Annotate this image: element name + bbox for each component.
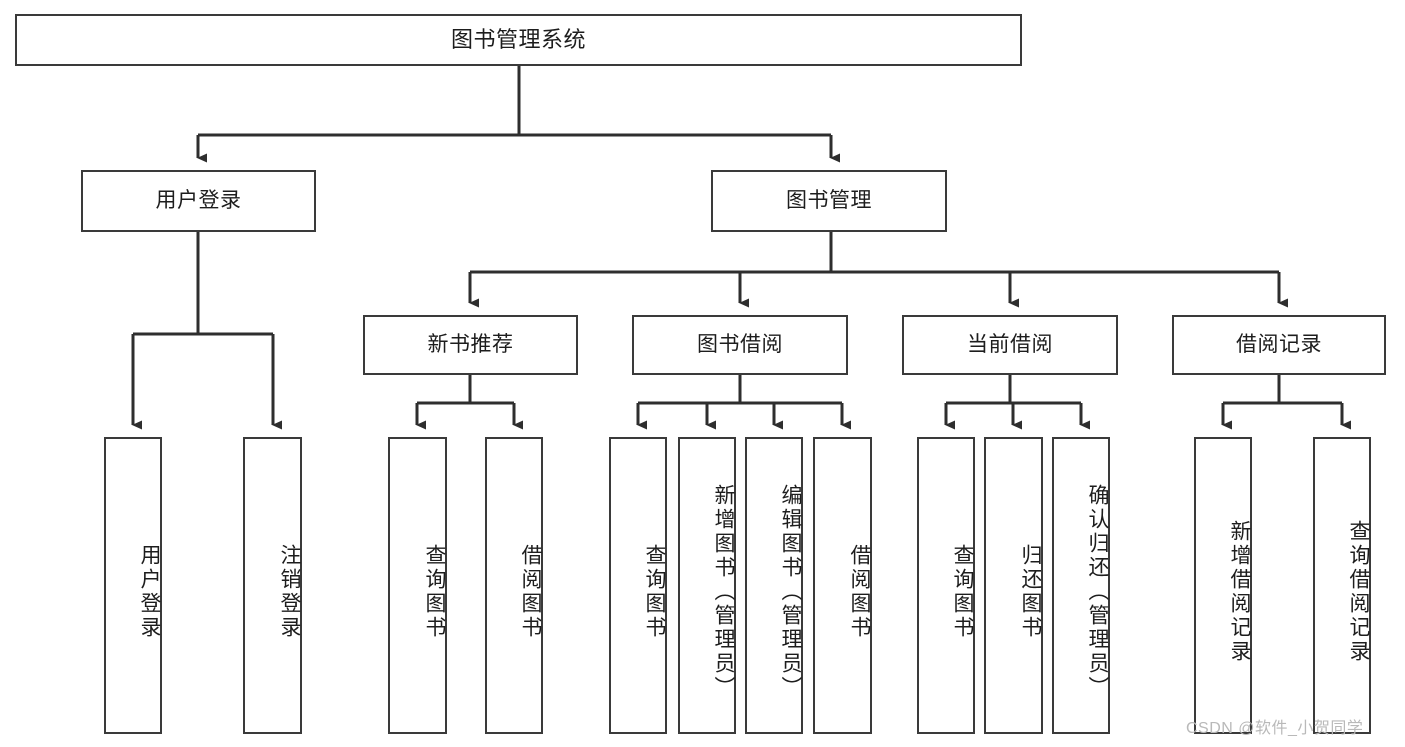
node-leaf-borrow-book-recommend[interactable]: 借阅图书 bbox=[485, 437, 543, 734]
node-leaf-logout-login[interactable]: 注销登录 bbox=[243, 437, 302, 734]
node-label: 用户登录 bbox=[155, 188, 242, 212]
node-borrow-record[interactable]: 借阅记录 bbox=[1172, 315, 1386, 375]
node-new-book-recommend[interactable]: 新书推荐 bbox=[363, 315, 578, 375]
node-label: 图书借阅 bbox=[697, 332, 783, 356]
node-label: 查询借阅记录 bbox=[1347, 519, 1370, 664]
watermark-text: CSDN @软件_小贺同学 bbox=[1186, 720, 1364, 737]
node-label: 借阅图书 bbox=[519, 543, 542, 640]
node-label: 新增借阅记录 bbox=[1228, 519, 1251, 664]
node-leaf-query-borrow-record[interactable]: 查询借阅记录 bbox=[1313, 437, 1371, 734]
node-book-borrow[interactable]: 图书借阅 bbox=[632, 315, 848, 375]
node-leaf-query-book-recommend[interactable]: 查询图书 bbox=[388, 437, 447, 734]
node-label: 新书推荐 bbox=[427, 332, 514, 356]
node-label: 图书管理 bbox=[786, 188, 872, 212]
node-label: 查询图书 bbox=[423, 543, 446, 640]
node-leaf-confirm-return-admin[interactable]: 确认归还（管理员） bbox=[1052, 437, 1110, 734]
node-label: 编辑图书（管理员） bbox=[779, 483, 802, 700]
node-leaf-query-book-current[interactable]: 查询图书 bbox=[917, 437, 975, 734]
node-book-management[interactable]: 图书管理 bbox=[711, 170, 947, 232]
node-root-book-management-system[interactable]: 图书管理系统 bbox=[15, 14, 1022, 66]
node-leaf-borrow-book[interactable]: 借阅图书 bbox=[813, 437, 872, 734]
node-label: 确认归还（管理员） bbox=[1086, 483, 1109, 700]
node-label: 借阅图书 bbox=[848, 543, 871, 640]
node-leaf-add-borrow-record[interactable]: 新增借阅记录 bbox=[1194, 437, 1252, 734]
node-label: 借阅记录 bbox=[1236, 332, 1322, 356]
node-leaf-add-book-admin[interactable]: 新增图书（管理员） bbox=[678, 437, 736, 734]
node-label: 归还图书 bbox=[1019, 543, 1042, 640]
node-label: 查询图书 bbox=[643, 543, 666, 640]
node-label: 注销登录 bbox=[278, 543, 301, 640]
node-leaf-query-book-borrow[interactable]: 查询图书 bbox=[609, 437, 667, 734]
node-label: 查询图书 bbox=[951, 543, 974, 640]
node-label: 新增图书（管理员） bbox=[712, 483, 735, 700]
node-leaf-user-login[interactable]: 用户登录 bbox=[104, 437, 162, 734]
node-label: 用户登录 bbox=[138, 543, 161, 640]
node-label: 当前借阅 bbox=[967, 332, 1053, 356]
node-user-login[interactable]: 用户登录 bbox=[81, 170, 316, 232]
node-label: 图书管理系统 bbox=[450, 27, 586, 53]
node-leaf-edit-book-admin[interactable]: 编辑图书（管理员） bbox=[745, 437, 803, 734]
node-current-borrow[interactable]: 当前借阅 bbox=[902, 315, 1118, 375]
node-leaf-return-book[interactable]: 归还图书 bbox=[984, 437, 1043, 734]
